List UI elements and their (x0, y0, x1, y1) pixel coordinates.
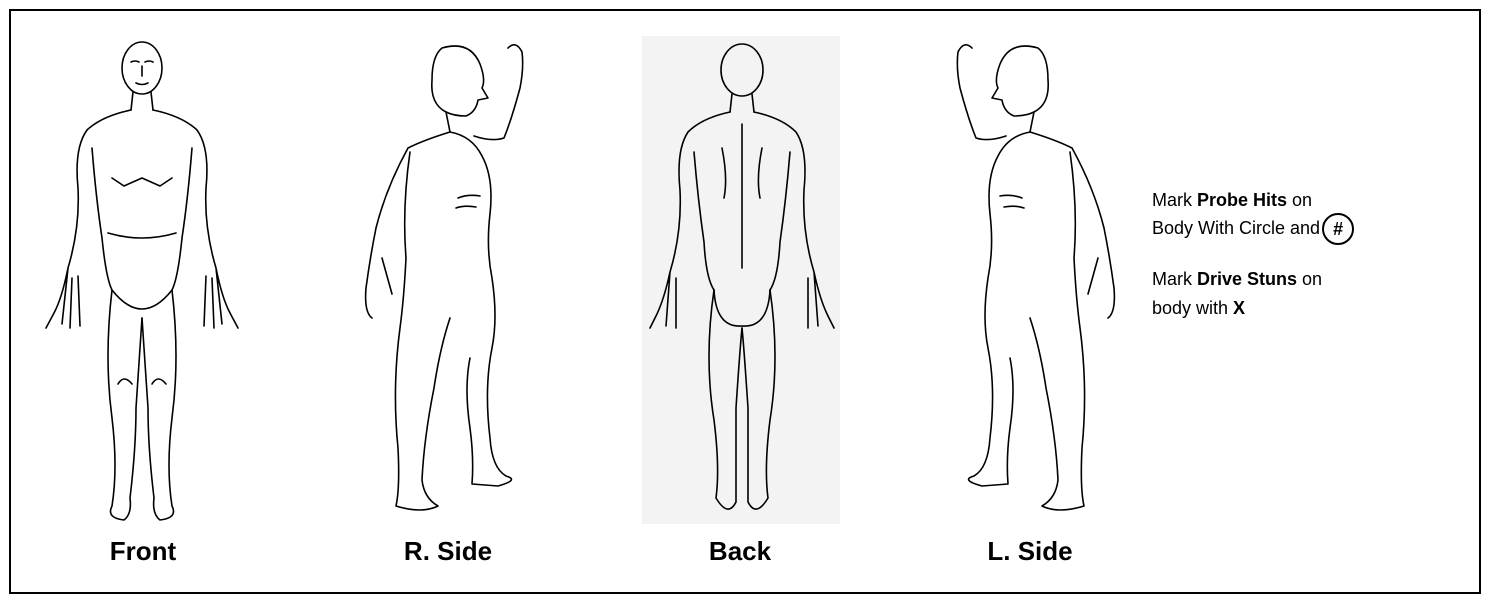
drive-instruction-line1: Mark Drive Stuns on (1152, 267, 1462, 292)
drive-instruction-line2: body with X (1152, 296, 1462, 321)
probe-hits-emphasis: Probe Hits (1197, 190, 1287, 210)
label-left-side: L. Side (930, 536, 1130, 567)
circled-hash-symbol: # (1322, 213, 1354, 245)
body-back-figure[interactable] (632, 28, 852, 528)
body-left-side-figure[interactable] (918, 28, 1138, 528)
body-front-figure[interactable] (32, 28, 252, 528)
body-right-side-figure[interactable] (342, 28, 562, 528)
probe-instruction-line2: Body With Circle and# (1152, 213, 1462, 245)
label-right-side: R. Side (348, 536, 548, 567)
drive-stuns-emphasis: Drive Stuns (1197, 269, 1297, 289)
probe-instruction-line1: Mark Probe Hits on (1152, 188, 1462, 213)
label-back: Back (640, 536, 840, 567)
x-symbol: X (1233, 298, 1245, 318)
label-front: Front (43, 536, 243, 567)
marking-instructions: Mark Probe Hits on Body With Circle and#… (1152, 188, 1462, 321)
